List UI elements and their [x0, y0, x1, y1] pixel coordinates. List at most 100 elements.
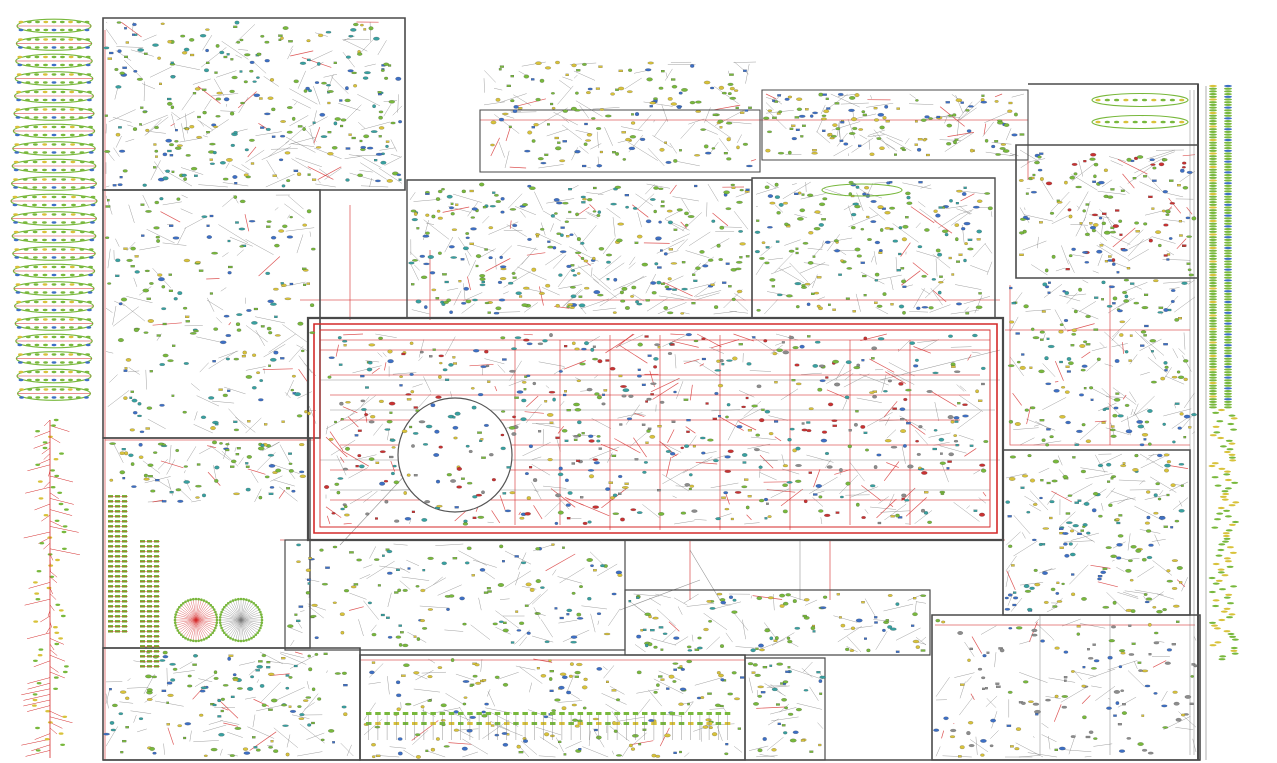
network-node: [637, 368, 641, 371]
edge-line: [945, 205, 968, 209]
network-node: [572, 274, 577, 277]
network-node: [592, 458, 599, 461]
network-node: [819, 692, 823, 695]
edge-line: [245, 149, 265, 163]
edge-line: [805, 181, 807, 192]
network-node: [845, 360, 852, 365]
network-node: [575, 91, 579, 95]
network-node: [431, 288, 437, 292]
network-node: [1153, 631, 1159, 635]
network-node: [644, 612, 651, 616]
edge-line: [909, 93, 917, 99]
network-node: [153, 143, 157, 146]
network-node: [266, 225, 271, 228]
network-node: [768, 432, 774, 436]
fan-edge: [49, 604, 55, 611]
network-node: [535, 547, 541, 551]
network-node: [767, 109, 773, 112]
edge-line: [1178, 348, 1186, 355]
network-node: [475, 254, 482, 258]
network-node: [466, 546, 472, 551]
network-node: [340, 124, 344, 128]
network-node: [196, 136, 202, 139]
edge-line: [397, 94, 399, 113]
network-node: [641, 383, 646, 386]
network-node: [307, 173, 311, 176]
oval-chain-node: [85, 343, 91, 347]
network-node: [732, 598, 737, 602]
oval-chain-node: [75, 396, 81, 399]
network-node: [1113, 690, 1121, 694]
network-node: [994, 140, 999, 143]
edge-line: [270, 148, 298, 150]
network-node: [615, 88, 619, 91]
edge-line: [886, 143, 895, 150]
network-node: [1151, 207, 1155, 210]
network-node: [475, 493, 482, 497]
network-node: [720, 678, 725, 682]
edge-line: [718, 138, 729, 152]
network-node: [1108, 285, 1115, 289]
network-node: [339, 401, 344, 406]
network-node: [270, 302, 277, 306]
edge-line: [503, 291, 509, 295]
oval-chain-node: [18, 353, 23, 356]
network-node: [667, 352, 673, 355]
network-node: [344, 589, 350, 593]
edge-line: [590, 613, 596, 633]
network-node: [474, 663, 480, 667]
edge-line: [737, 134, 742, 144]
network-node: [565, 503, 571, 507]
edge-line: [154, 700, 184, 707]
compartment-upper-right-block: [1015, 83, 1199, 279]
network-node: [358, 464, 365, 469]
network-node: [860, 261, 865, 264]
network-node: [618, 69, 623, 73]
network-node: [801, 284, 806, 287]
network-node: [779, 604, 785, 608]
network-node: [759, 499, 765, 503]
network-node: [642, 470, 647, 474]
network-node: [504, 509, 512, 513]
network-node: [1102, 408, 1107, 412]
network-node: [797, 217, 804, 221]
network-node: [704, 144, 709, 149]
edge-line: [1010, 316, 1019, 332]
fan-node: [46, 586, 52, 590]
edge-line: [557, 576, 582, 584]
edge-line: [1172, 348, 1179, 359]
network-node: [950, 728, 957, 732]
network-node: [475, 681, 482, 685]
edge-line: [301, 57, 332, 68]
network-node: [949, 735, 955, 739]
network-node: [935, 618, 941, 623]
edge-line: [709, 346, 724, 354]
oval-chain-node: [60, 98, 66, 102]
network-node: [501, 112, 509, 116]
fan-edge: [49, 666, 59, 673]
network-node: [396, 693, 402, 698]
fan-node: [53, 687, 58, 690]
edge-line: [163, 743, 165, 755]
network-node: [1191, 413, 1197, 417]
network-node: [719, 126, 723, 129]
edge-line: [285, 227, 315, 232]
network-node: [981, 366, 986, 370]
network-node: [874, 118, 879, 122]
edge-line: [699, 363, 705, 367]
network-node: [592, 186, 597, 190]
edge-line: [1093, 743, 1113, 747]
oval-chain-node: [77, 335, 83, 339]
edge-line: [560, 400, 565, 406]
oval-chain-node: [76, 370, 82, 374]
network-node: [334, 482, 340, 486]
edge-line: [199, 446, 214, 454]
fan-node: [51, 424, 56, 427]
network-node: [872, 395, 877, 399]
edge-line: [673, 597, 688, 606]
oval-chain-node: [24, 116, 30, 119]
network-node: [558, 370, 563, 373]
network-node: [1035, 713, 1039, 716]
network-node: [779, 593, 785, 598]
network-node: [832, 123, 838, 127]
